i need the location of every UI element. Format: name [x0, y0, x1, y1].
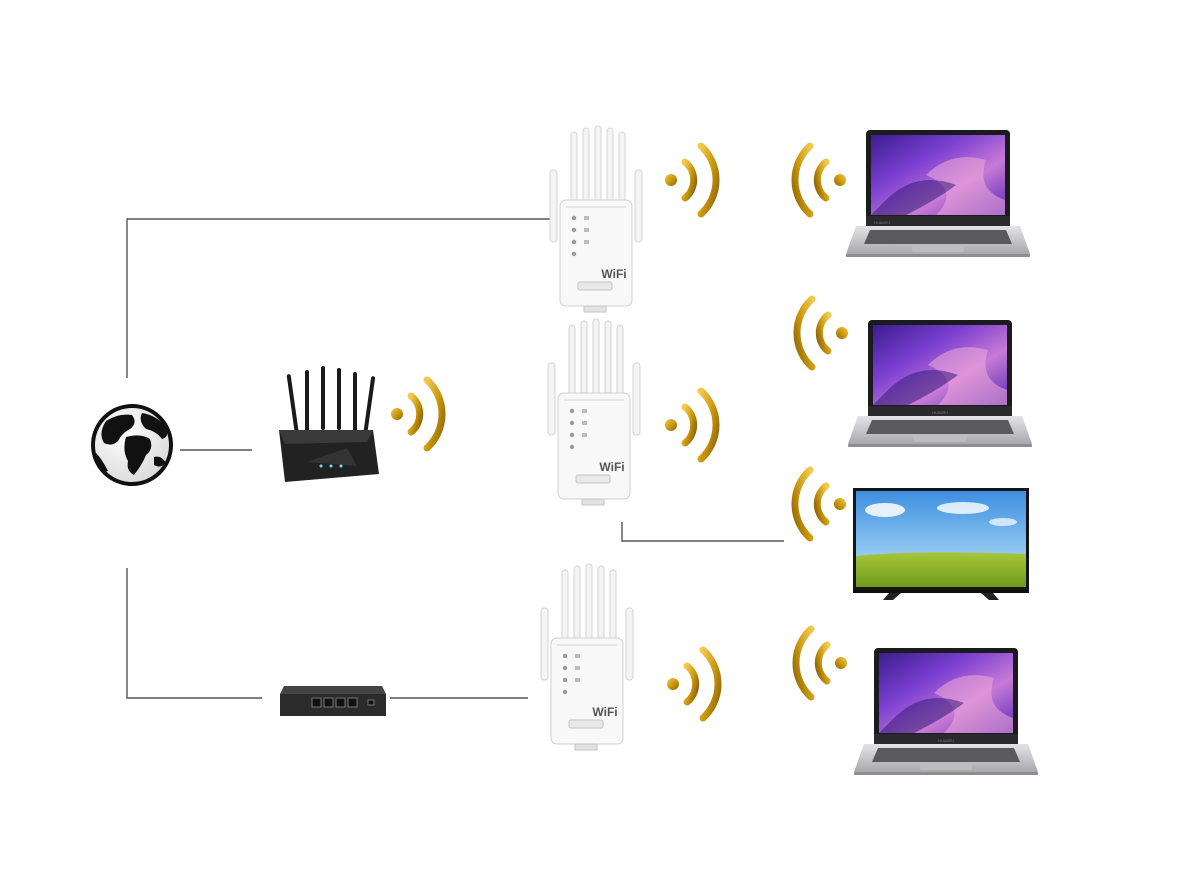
line-globe-to-switch [126, 568, 262, 699]
router-icon [279, 366, 379, 482]
laptop-brand: HUAWEI [874, 220, 890, 225]
tv-icon [853, 488, 1029, 600]
extender-label: WiFi [592, 705, 617, 719]
laptop-brand: HUAWEI [932, 410, 948, 415]
network-switch-icon [280, 686, 386, 716]
wifi-extender-icon: WiFi [540, 563, 634, 751]
connector-lines [126, 218, 784, 699]
wifi-signal-icon [665, 391, 716, 459]
wifi-signal-icon [391, 380, 442, 448]
laptop-brand: HUAWEI [938, 738, 954, 743]
wifi-signal-icon [797, 299, 848, 367]
wifi-extender-icon: WiFi [547, 318, 641, 506]
extender-label: WiFi [601, 267, 626, 281]
laptop-icon: HUAWEI [854, 648, 1038, 775]
laptop-icon: HUAWEI [846, 130, 1030, 257]
wifi-extender-icon: WiFi [549, 125, 643, 313]
line-extender-2-to-tv [621, 522, 784, 542]
line-globe-to-extender-1 [126, 218, 556, 378]
wifi-signal-icon [795, 470, 846, 538]
globe-icon [91, 404, 173, 486]
wifi-signal-icon [795, 146, 846, 214]
wifi-signal-icon [796, 629, 847, 697]
wifi-signal-icon [665, 146, 716, 214]
wifi-signal-icon [667, 650, 718, 718]
extender-label: WiFi [599, 460, 624, 474]
laptop-icon: HUAWEI [848, 320, 1032, 447]
